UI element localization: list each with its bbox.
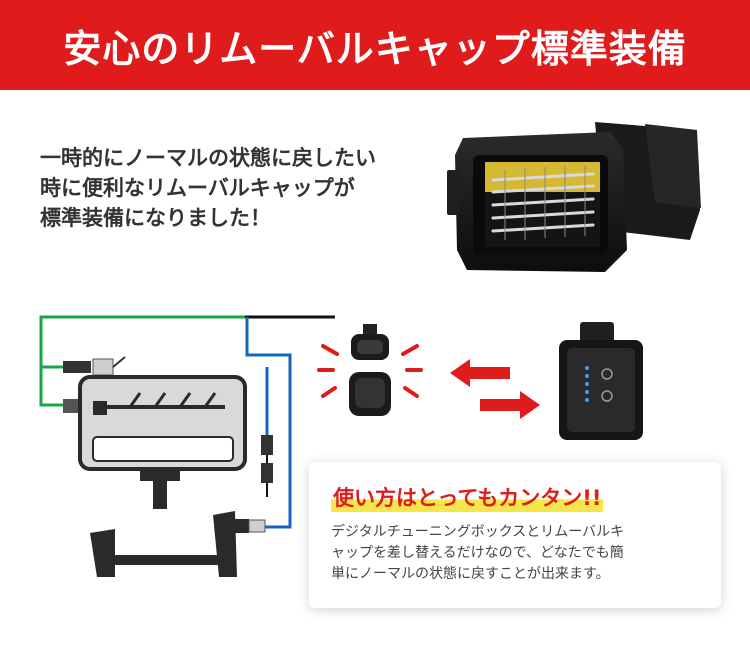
black-wire — [245, 315, 335, 319]
header-banner: 安心のリムーバルキャップ標準装備 — [0, 0, 750, 90]
flash-mark — [401, 344, 419, 356]
flash-mark — [403, 386, 419, 398]
card-line: ャップを差し替えるだけなので、どなたでも簡 — [331, 545, 624, 561]
swap-arrows — [450, 359, 540, 419]
arrow-left-icon — [450, 359, 510, 387]
arrow-right-icon — [480, 391, 540, 419]
card-heading: 使い方はとってもカンタン!! — [331, 482, 604, 512]
flash-mark — [321, 386, 337, 398]
green-wire — [39, 315, 245, 407]
intro-line: 標準装備になりました！ — [40, 206, 271, 230]
usage-card: 使い方はとってもカンタン!! デジタルチューニングボックスとリムーバルキ ャップ… — [309, 462, 721, 608]
intro-text: 一時的にノーマルの状態に戻したい 時に便利なリムーバルキャップが 標準装備になり… — [40, 143, 440, 233]
flash-mark — [321, 344, 339, 356]
card-line: 単にノーマルの状態に戻すことが出来ます。 — [331, 566, 610, 582]
tuning-box — [559, 322, 643, 440]
intro-line: 時に便利なリムーバルキャップが — [40, 176, 355, 200]
banner-title: 安心のリムーバルキャップ標準装備 — [63, 26, 687, 71]
connector-image — [447, 122, 701, 272]
intro-line: 一時的にノーマルの状態に戻したい — [40, 146, 376, 170]
card-line: デジタルチューニングボックスとリムーバルキ — [331, 524, 625, 540]
plus-button-icon — [601, 368, 613, 380]
card-body: デジタルチューニングボックスとリムーバルキ ャップを差し替えるだけなので、どなた… — [331, 522, 711, 585]
removable-cap — [317, 324, 423, 416]
wiring-diagram — [39, 315, 335, 577]
blue-wire — [245, 317, 292, 529]
minus-button-icon — [601, 390, 613, 402]
